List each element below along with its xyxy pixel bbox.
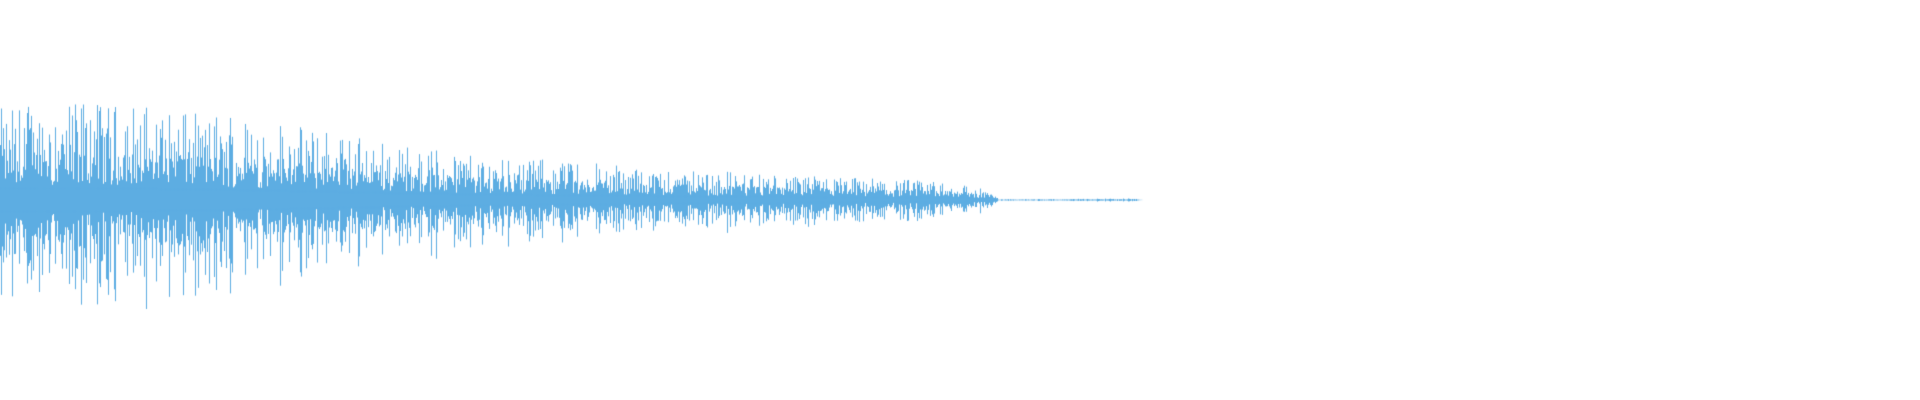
audio-waveform xyxy=(0,0,1920,400)
